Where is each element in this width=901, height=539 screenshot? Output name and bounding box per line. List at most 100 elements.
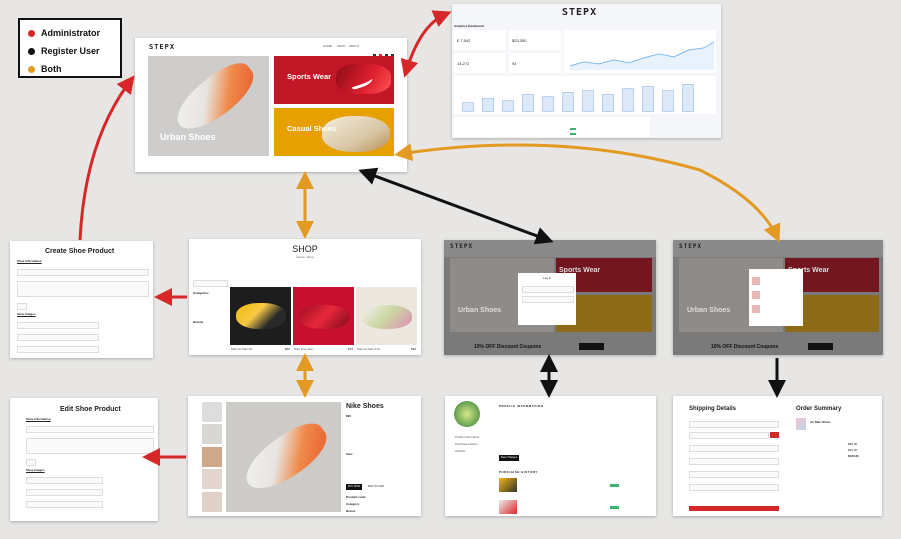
bar (582, 90, 594, 112)
input-field[interactable] (689, 458, 779, 465)
black-dot-icon (28, 48, 35, 55)
arrow-home-dashboard (400, 10, 452, 78)
password-field[interactable] (522, 296, 574, 303)
bar (502, 100, 514, 112)
input-field[interactable] (689, 445, 779, 452)
thumbnail[interactable] (202, 447, 222, 467)
thumbnail[interactable] (202, 469, 222, 489)
nav-about[interactable]: ABOUT (349, 44, 360, 48)
nav-home[interactable]: HOME (323, 44, 332, 48)
add-size-button[interactable] (17, 303, 27, 310)
bar (542, 96, 554, 112)
item-thumb (796, 418, 806, 430)
stat-card: $23,350 (509, 30, 561, 50)
logo: STEPX (149, 43, 176, 51)
admin-dashboard-screenshot: STEPX Analytics Dashboard £ 7,542 $23,35… (452, 4, 721, 138)
bar-chart (454, 76, 716, 114)
page-title: Create Shoe Product (45, 248, 115, 255)
shoe-image (336, 64, 391, 94)
arrow-create-home (78, 75, 135, 241)
tile-casual-shoes[interactable]: Casual Shoes (274, 108, 394, 156)
product-detail-screenshot: Nike Shoes $90 Size: BUY NOW ADD TO CART… (188, 396, 421, 516)
shoe-image (322, 116, 390, 152)
image-upload[interactable] (26, 489, 103, 496)
save-button[interactable]: Save Changes (499, 455, 519, 461)
login-dialog: Log in (518, 273, 576, 325)
add-to-cart-button[interactable]: ADD TO CART (367, 485, 385, 488)
legend: Administrator Register User Both (18, 18, 122, 78)
image-upload[interactable] (26, 501, 103, 508)
bar (662, 90, 674, 112)
bar (642, 86, 654, 112)
order-thumb (499, 500, 517, 514)
shipping-title: Shipping Details (689, 406, 737, 412)
orange-dot-icon (28, 66, 35, 73)
buy-now-button[interactable]: BUY NOW (346, 484, 362, 490)
bar (682, 84, 694, 112)
bar (602, 94, 614, 112)
menu-wishlist[interactable]: Wishlist (455, 449, 466, 453)
logo: STEPX (562, 7, 598, 18)
checkout-screenshot: Shipping Details Order Summary Air Max S… (673, 396, 882, 516)
red-dot-icon (28, 30, 35, 37)
image-upload[interactable] (17, 334, 99, 341)
summary-title: Order Summary (796, 406, 842, 412)
shoe-image (167, 56, 263, 140)
product-card[interactable] (230, 287, 291, 345)
product-name: Nike Shoes (346, 403, 384, 410)
avatar (454, 401, 480, 427)
menu-history[interactable]: Purchase History (455, 442, 478, 446)
page-title: SHOP (292, 244, 318, 254)
place-order-button[interactable] (689, 506, 779, 511)
arrow-home-cart (394, 143, 781, 243)
nav-icons (373, 44, 403, 57)
description-field[interactable] (26, 438, 154, 454)
email-field[interactable] (522, 286, 574, 293)
bar (622, 88, 634, 112)
apply-button[interactable] (770, 432, 779, 438)
nav-shop[interactable]: SHOP (337, 44, 346, 48)
bar (562, 92, 574, 112)
image-upload[interactable] (17, 322, 99, 329)
input-field[interactable] (689, 421, 779, 428)
menu-profile[interactable]: Profile Information (455, 435, 480, 439)
cart-dialog (749, 269, 803, 326)
name-field[interactable] (17, 269, 149, 276)
line-chart (564, 30, 716, 73)
input-field[interactable] (689, 432, 769, 439)
cart-modal-screenshot: STEPX Sports Wear Urban Shoes 10% OFF Di… (673, 240, 883, 355)
stat-card: £ 7,542 (454, 30, 506, 50)
bar (482, 98, 494, 112)
description-field[interactable] (17, 281, 149, 297)
login-modal-screenshot: STEPX Sports Wear Urban Shoes Log in 10%… (444, 240, 656, 355)
orders-table (454, 117, 650, 137)
home-page-screenshot: STEPX HOME SHOP ABOUT Urban Shoes Sports… (135, 38, 407, 172)
thumbnail[interactable] (202, 424, 222, 444)
name-field[interactable] (26, 426, 154, 433)
thumbnail[interactable] (202, 402, 222, 422)
input-field[interactable] (689, 471, 779, 478)
image-upload[interactable] (17, 346, 99, 353)
product-card[interactable] (293, 287, 354, 345)
page-title: Edit Shoe Product (60, 406, 121, 413)
shop-now-button[interactable] (808, 343, 833, 350)
line-chart-svg (569, 41, 715, 70)
tile-sports-wear[interactable]: Sports Wear (274, 56, 394, 104)
stat-card: 14,272 (454, 53, 506, 73)
add-size-button[interactable] (26, 459, 36, 466)
create-product-screenshot: Create Shoe Product Shoe Information Sho… (10, 241, 153, 358)
stat-card: 94 (509, 53, 561, 73)
profile-screenshot: PROFILE INFORMATION Profile Information … (445, 396, 656, 516)
bar (462, 102, 474, 112)
input-field[interactable] (689, 484, 779, 491)
thumbnail[interactable] (202, 492, 222, 512)
image-upload[interactable] (26, 477, 103, 484)
sort-select[interactable] (193, 280, 228, 287)
order-thumb (499, 478, 517, 492)
shop-page-screenshot: SHOP Home / shop Categories Brands Nike … (189, 239, 421, 355)
bar (522, 94, 534, 112)
tile-urban-shoes[interactable]: Urban Shoes (148, 56, 269, 156)
shop-now-button[interactable] (579, 343, 604, 350)
main-product-image (226, 402, 341, 512)
product-card[interactable] (356, 287, 417, 345)
